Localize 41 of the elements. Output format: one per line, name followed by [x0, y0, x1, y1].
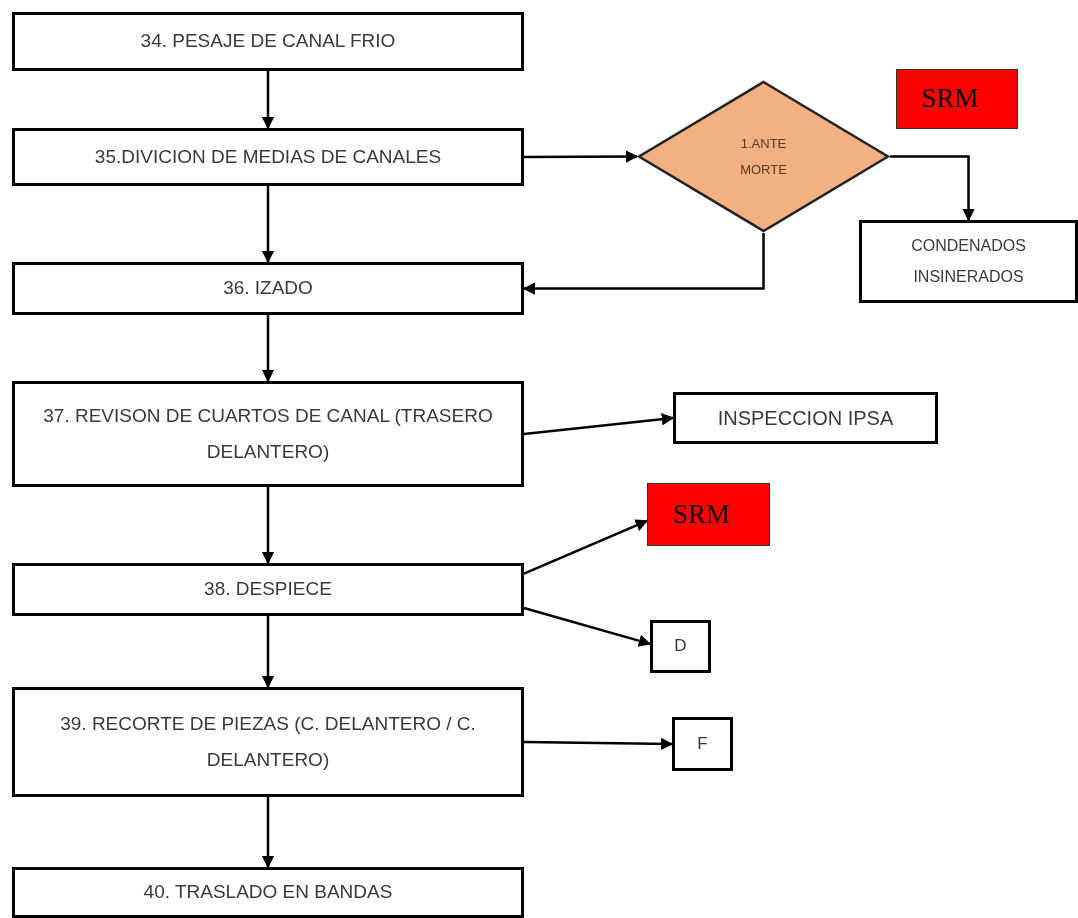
box-label: SRM	[672, 497, 731, 531]
process-box	[672, 717, 733, 771]
box-label: 1.ANTE MORTE	[739, 134, 788, 179]
process-box	[12, 563, 524, 616]
process-box	[12, 262, 524, 315]
process-box	[859, 220, 1078, 303]
process-box	[12, 128, 524, 186]
box-label: 39. RECORTE DE PIEZAS (C. DELANTERO / C. DELANTERO)	[59, 711, 477, 772]
process-box	[673, 392, 938, 444]
arrow	[522, 233, 765, 295]
arrow	[261, 797, 275, 869]
box-label: 36. IZADO	[223, 276, 313, 301]
process-box	[12, 381, 524, 487]
arrow	[524, 737, 674, 751]
arrow	[261, 616, 275, 689]
arrow	[261, 186, 275, 264]
box-label: 38. DESPIECE	[204, 577, 332, 602]
arrow	[890, 155, 975, 222]
warning-box	[647, 483, 770, 546]
box-label: 40. TRASLADO EN BANDAS	[143, 880, 393, 905]
arrow	[261, 487, 275, 565]
box-label: D	[674, 635, 687, 658]
box-label: INSPECCION IPSA	[717, 406, 894, 431]
arrow	[523, 606, 652, 647]
box-label: 37. REVISON DE CUARTOS DE CANAL (TRASERO DELANTERO)	[42, 403, 494, 464]
arrow	[261, 71, 275, 130]
box-label: SRM	[921, 82, 980, 116]
box-label: F	[697, 732, 708, 755]
process-box	[12, 12, 524, 71]
warning-box	[896, 69, 1018, 129]
arrow	[523, 413, 675, 436]
process-box	[650, 620, 711, 673]
process-box	[12, 687, 524, 797]
decision-diamond	[637, 80, 890, 233]
arrow	[261, 315, 275, 383]
arrow	[524, 150, 639, 163]
process-box	[12, 867, 524, 918]
box-label: CONDENADOS INSINERADOS	[910, 236, 1027, 287]
box-label: 34. PESAJE DE CANAL FRIO	[140, 29, 396, 54]
box-label: 35.DIVICION DE MEDIAS DE CANALES	[94, 144, 442, 169]
arrow	[523, 519, 649, 575]
